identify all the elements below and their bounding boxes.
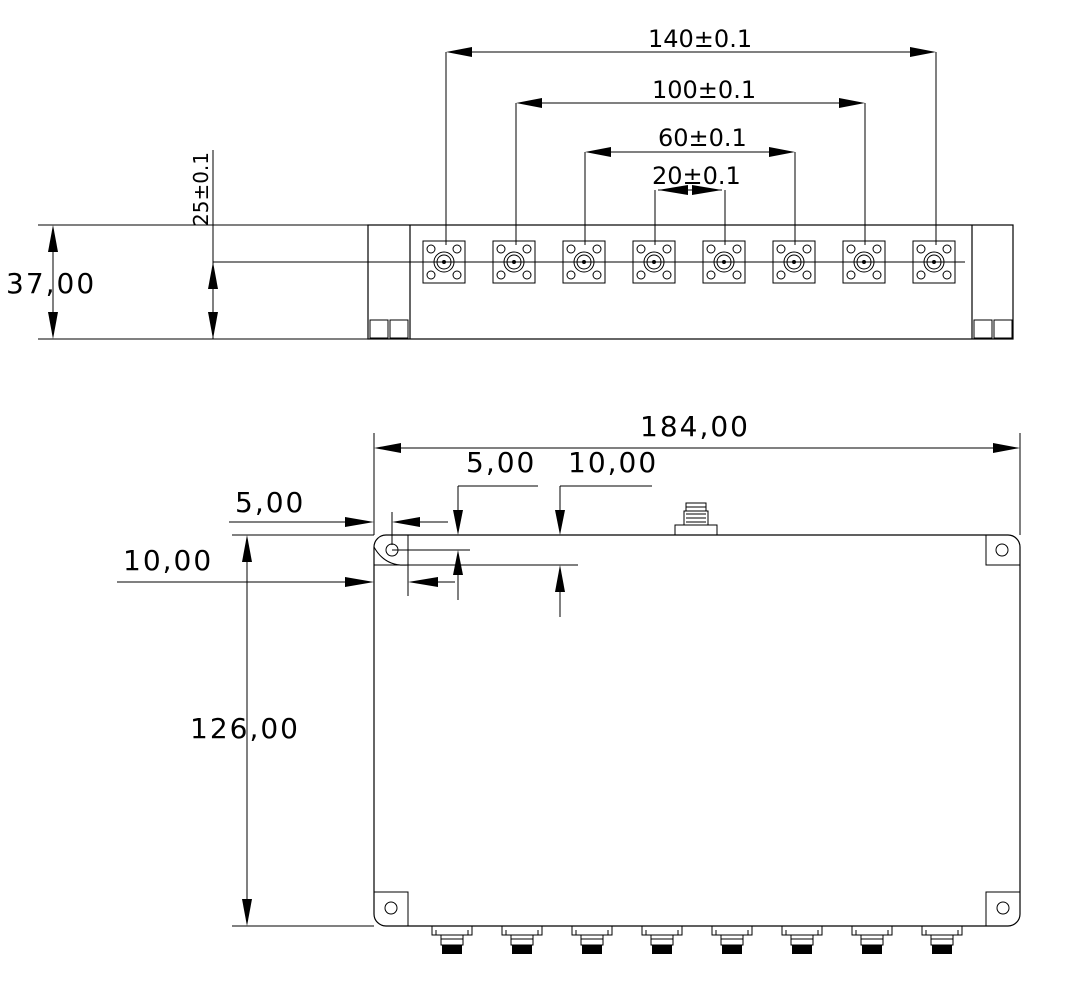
spacing-label-100: 100±0.1 xyxy=(652,76,756,104)
output-connector xyxy=(431,925,473,954)
port-flange xyxy=(492,240,536,284)
hole-y-arrow-top xyxy=(453,510,463,535)
hole-x-label: 5,00 xyxy=(235,486,305,519)
top-view-left-foot xyxy=(369,319,409,339)
spacing-label-20: 20±0.1 xyxy=(652,162,741,190)
height-arrow-top xyxy=(48,225,58,252)
offset-arrow-top xyxy=(208,262,218,289)
mount-hole-bottom-right xyxy=(985,891,1020,926)
spacing-dim-20: 20±0.1 xyxy=(652,162,741,245)
spacing-dim-60: 60±0.1 xyxy=(584,124,796,245)
mount-hole-top-right xyxy=(985,535,1020,566)
bottom-view-height-label: 126,00 xyxy=(190,712,300,745)
bottom-height-arrow-top xyxy=(242,535,252,562)
output-connector xyxy=(781,925,823,954)
spacing-label-60: 60±0.1 xyxy=(658,124,747,152)
hole-dim-top-left-label: 5,00 xyxy=(466,446,536,479)
port-flange xyxy=(702,240,746,284)
port-array xyxy=(422,240,956,284)
port-flange xyxy=(842,240,886,284)
spacing-dim-140: 140±0.1 xyxy=(445,25,937,245)
offset-arrow-bottom xyxy=(208,312,218,339)
hole-x-arrow-right xyxy=(392,517,420,527)
spacing-dim-100: 100±0.1 xyxy=(515,76,866,245)
port-flange xyxy=(562,240,606,284)
bottom-view: 184,00 126,00 5,00 10,00 5,00 xyxy=(117,410,1021,954)
top-view: 37,00 25±0.1 140±0.1 100±0.1 xyxy=(6,25,1014,340)
bottom-view-width-label: 184,00 xyxy=(640,410,750,443)
ear-x-arrow-right xyxy=(408,577,438,587)
output-connector xyxy=(641,925,683,954)
ear-x-arrow-left xyxy=(345,577,374,587)
width-arrow-left xyxy=(374,443,401,453)
hole-x-arrow-left xyxy=(345,517,374,527)
output-connector xyxy=(501,925,543,954)
hole-dim-top-right-label: 10,00 xyxy=(568,446,658,479)
width-arrow-right xyxy=(993,443,1020,453)
spacing-label-140: 140±0.1 xyxy=(648,25,752,53)
output-connector xyxy=(711,925,753,954)
output-connector-array xyxy=(431,925,963,954)
bottom-height-arrow-bottom xyxy=(242,899,252,926)
ear-y-arrow-bottom xyxy=(555,565,565,592)
port-offset-label: 25±0.1 xyxy=(189,152,213,226)
port-flange xyxy=(632,240,676,284)
port-flange xyxy=(772,240,816,284)
mount-hole-bottom-left xyxy=(374,891,409,926)
top-view-body xyxy=(367,224,1014,340)
input-connector xyxy=(674,502,718,536)
height-arrow-bottom xyxy=(48,312,58,339)
output-connector xyxy=(851,925,893,954)
top-view-height-label: 37,00 xyxy=(6,267,96,300)
port-flange xyxy=(422,240,466,284)
port-flange xyxy=(912,240,956,284)
top-view-right-foot xyxy=(973,319,1013,339)
output-connector xyxy=(571,925,613,954)
hole-y-arrow-bottom xyxy=(453,550,463,575)
ear-x-label: 10,00 xyxy=(123,544,213,577)
bottom-view-body xyxy=(373,534,1021,927)
ear-y-arrow-top xyxy=(555,510,565,535)
output-connector xyxy=(921,925,963,954)
